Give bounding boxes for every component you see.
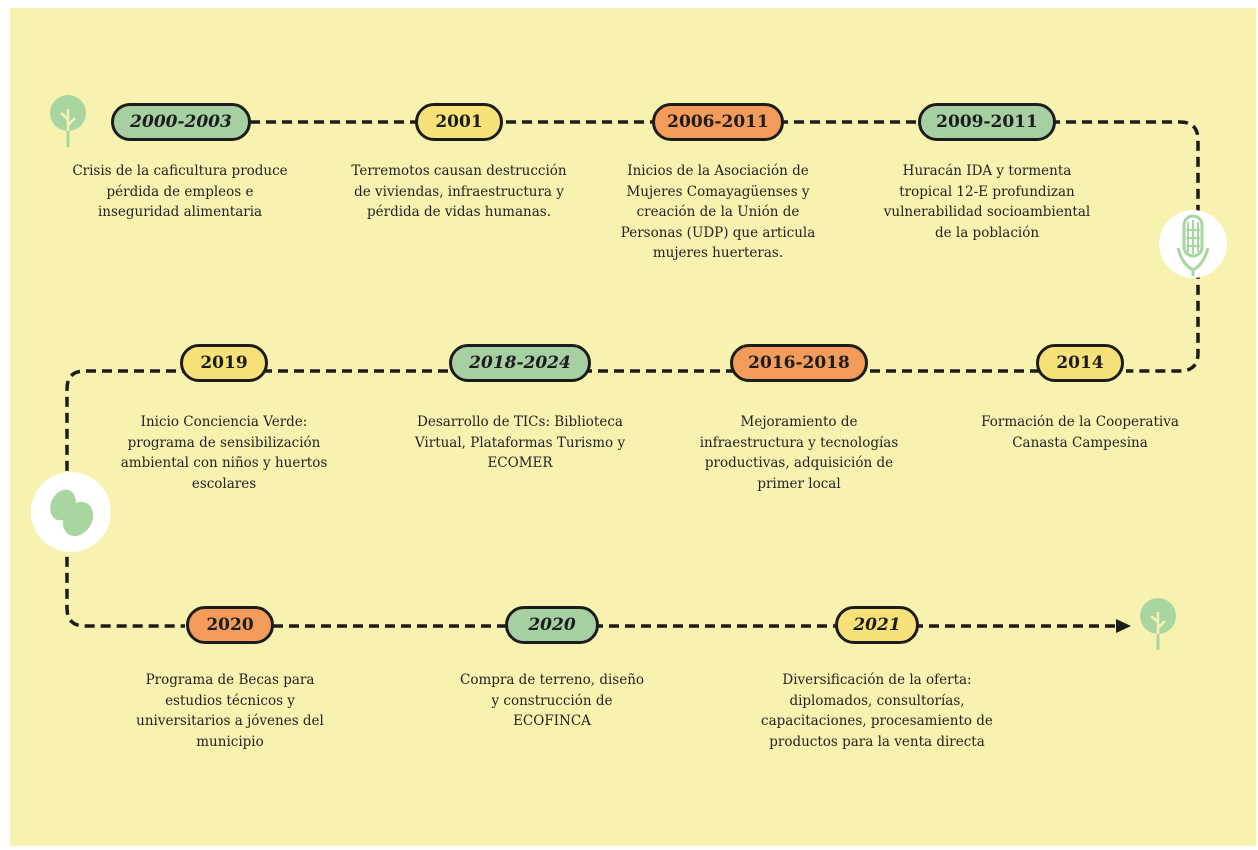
event-description: Compra de terreno, diseño y construcción… xyxy=(459,672,645,729)
event-date-pill: 2000-2003 xyxy=(111,103,251,141)
event-description: Inicio Conciencia Verde: programa de sen… xyxy=(120,414,328,492)
event-description: Inicios de la Asociación de Mujeres Coma… xyxy=(620,163,816,261)
event-date-pill: 2014 xyxy=(1036,344,1124,382)
event-date-pill: 2020 xyxy=(186,606,274,644)
event-date-pill: 2021 xyxy=(835,606,919,644)
event-description: Terremotos causan destrucción de viviend… xyxy=(351,163,567,220)
corn-icon xyxy=(1159,210,1227,278)
event-date-pill: 2006-2011 xyxy=(652,103,784,141)
event-description: Programa de Becas para estudios técnicos… xyxy=(136,672,324,750)
event-description: Mejoramiento de infraestructura y tecnol… xyxy=(699,414,899,492)
event-description: Huracán IDA y tormenta tropical 12-E pro… xyxy=(883,163,1091,241)
event-date-pill: 2018-2024 xyxy=(449,344,591,382)
arrow-head xyxy=(1116,619,1131,633)
timeline-canvas: 2000-2003 Crisis de la caficultura produ… xyxy=(10,8,1256,846)
tree-icon xyxy=(1140,598,1176,650)
event-date-pill: 2020 xyxy=(505,606,599,644)
event-date-pill: 2016-2018 xyxy=(730,344,868,382)
event-date-pill: 2009-2011 xyxy=(918,103,1056,141)
event-description: Desarrollo de TICs: Biblioteca Virtual, … xyxy=(414,414,626,471)
event-date-pill: 2019 xyxy=(180,344,268,382)
event-description: Crisis de la caficultura produce pérdida… xyxy=(72,163,288,220)
tree-icon xyxy=(50,95,86,147)
event-description: Diversificación de la oferta: diplomados… xyxy=(761,672,993,750)
event-description: Formación de la Cooperativa Canasta Camp… xyxy=(981,414,1179,451)
event-date-pill: 2001 xyxy=(415,103,503,141)
leaves-icon xyxy=(31,472,111,552)
timeline-row-2-line xyxy=(65,369,1040,628)
